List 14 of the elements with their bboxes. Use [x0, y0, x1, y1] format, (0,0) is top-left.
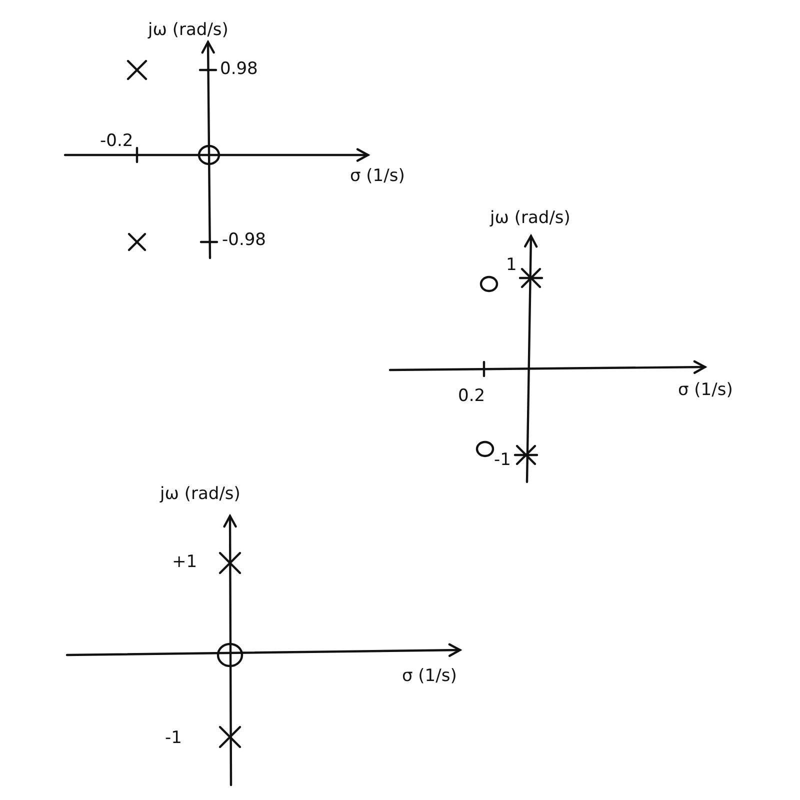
- axis-label: σ (1/s): [678, 382, 733, 399]
- tick-label: -1: [165, 730, 182, 747]
- tick-label: -0.98: [222, 232, 266, 249]
- tick-label: +1: [172, 554, 198, 571]
- axis-label: σ (1/s): [350, 168, 405, 185]
- axis-label: jω (rad/s): [148, 22, 228, 39]
- tick-label: 0.2: [458, 388, 486, 405]
- tick-label: 1: [506, 257, 517, 274]
- axis-label: jω (rad/s): [160, 486, 240, 503]
- tick-label: 0.98: [220, 61, 258, 78]
- tick-label: -0.2: [100, 133, 134, 150]
- tick-label: -1: [494, 452, 511, 469]
- axis-label: jω (rad/s): [490, 210, 570, 227]
- axis-label: σ (1/s): [402, 668, 457, 685]
